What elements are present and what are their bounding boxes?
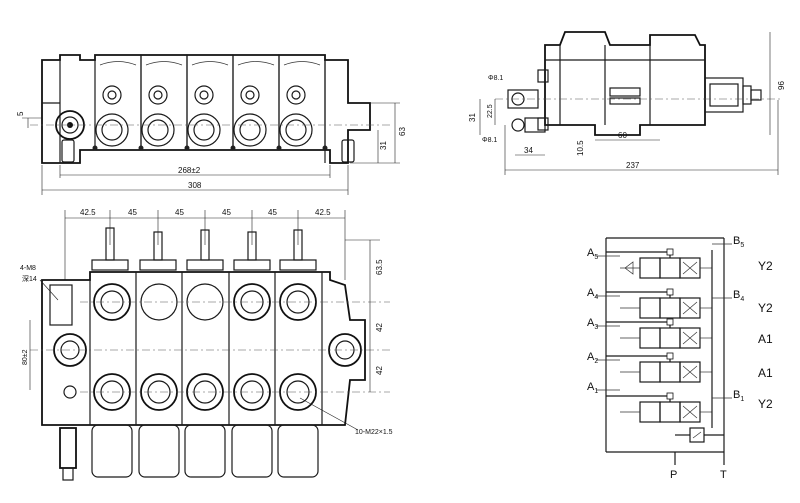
port-a5-label: A5 xyxy=(587,247,598,261)
schematic-section-1 xyxy=(606,392,712,423)
dim-phi8.1-top: Φ8.1 xyxy=(488,75,503,82)
dim-31-side: 31 xyxy=(468,113,477,122)
function-label-1: Y2 xyxy=(758,259,773,273)
schematic-section-3 xyxy=(606,318,712,349)
note-4-m8: 4-M8 xyxy=(20,265,36,272)
dim-w5: 45 xyxy=(268,208,277,217)
port-b5-label: B5 xyxy=(733,235,744,249)
dim-w4: 45 xyxy=(222,208,231,217)
dim-63: 63 xyxy=(398,127,407,136)
dim-60: 60 xyxy=(618,131,627,140)
front-levers xyxy=(91,227,317,271)
dim-34: 34 xyxy=(524,146,533,155)
function-label-3: A1 xyxy=(758,332,773,346)
front-relief-cartridge xyxy=(59,427,77,469)
side-ports xyxy=(507,89,546,133)
dim-268: 268±2 xyxy=(178,166,201,175)
dim-63.5: 63.5 xyxy=(375,259,384,275)
top-dimensions: 308 268±2 63 31 5 xyxy=(16,102,407,195)
dim-w1: 42.5 xyxy=(80,208,96,217)
top-lower-ports xyxy=(95,113,313,147)
top-upper-ports xyxy=(102,85,306,105)
side-dimensions: 237 60 34 10.5 96 31 22.5 Φ8.1 Φ8.1 xyxy=(468,32,786,175)
dim-31: 31 xyxy=(379,141,388,150)
schematic-section-2 xyxy=(606,352,712,383)
dim-96: 96 xyxy=(777,81,786,90)
dim-phi8.1-bottom: Φ8.1 xyxy=(482,137,497,144)
function-label-2: Y2 xyxy=(758,301,773,315)
dim-w2: 45 xyxy=(128,208,137,217)
port-a2-label: A2 xyxy=(587,351,598,365)
front-nameplate xyxy=(49,284,73,326)
top-view: 308 268±2 63 31 5 xyxy=(16,54,407,195)
dim-w6: 42.5 xyxy=(315,208,331,217)
dim-308: 308 xyxy=(188,181,202,190)
front-side-dimensions: 63.5 42 42 80±2 4-M8 深14 10-M22×1.5 xyxy=(20,239,393,436)
note-depth: 深14 xyxy=(22,274,37,283)
port-a4-label: A4 xyxy=(587,287,598,301)
port-b1-label: B1 xyxy=(733,389,744,403)
front-spool-caps xyxy=(91,424,319,478)
dim-22.5: 22.5 xyxy=(487,104,494,118)
schematic-section-4 xyxy=(606,288,712,319)
top-spool-sections xyxy=(94,54,326,151)
port-b4-label: B4 xyxy=(733,289,744,303)
function-label-5: Y2 xyxy=(758,397,773,411)
top-bolts xyxy=(92,145,328,151)
dim-42b: 42 xyxy=(375,366,384,375)
front-body-outline xyxy=(41,271,366,426)
dim-w3: 45 xyxy=(175,208,184,217)
side-view: 237 60 34 10.5 96 31 22.5 Φ8.1 Φ8.1 xyxy=(468,31,786,175)
side-relief-valve xyxy=(704,77,762,113)
function-label-4: A1 xyxy=(758,366,773,380)
top-body-outline xyxy=(41,54,371,164)
hydraulic-schematic: B5 A5 A4 B4 A3 A2 A1 B1 P T Y2 Y2 A1 A1 … xyxy=(587,235,773,481)
dim-42a: 42 xyxy=(375,323,384,332)
front-view: 42.5 45 45 45 45 42.5 xyxy=(20,208,393,481)
dim-10.5: 10.5 xyxy=(576,140,585,156)
front-top-dimensions: 42.5 45 45 45 45 42.5 xyxy=(64,208,346,280)
schematic-section-5 xyxy=(606,248,712,279)
port-a3-label: A3 xyxy=(587,317,598,331)
dim-237: 237 xyxy=(626,161,640,170)
dim-80: 80±2 xyxy=(22,349,29,365)
dim-5: 5 xyxy=(16,111,25,116)
side-body-outline xyxy=(544,31,706,136)
note-thread: 10-M22×1.5 xyxy=(355,429,393,436)
port-t-label: T xyxy=(720,469,727,481)
port-p-label: P xyxy=(670,469,677,481)
port-a1-label: A1 xyxy=(587,381,598,395)
